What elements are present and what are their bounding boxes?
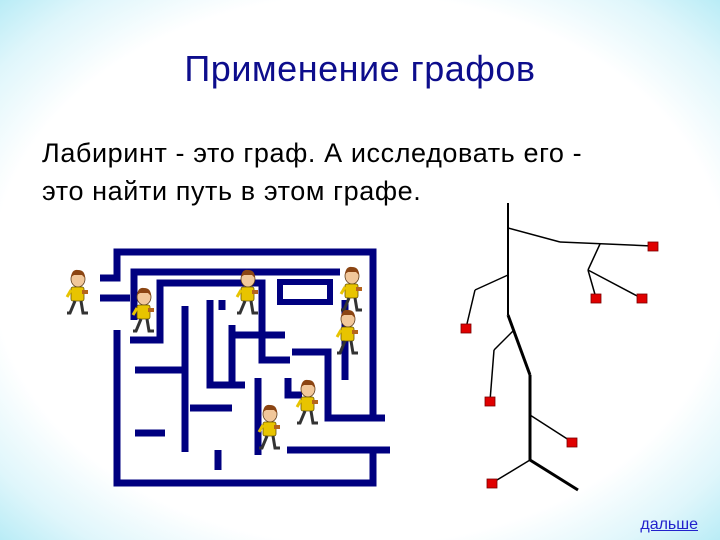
graph-edge [465, 289, 476, 329]
graph-edge [474, 274, 509, 291]
graph-edge [489, 349, 495, 402]
body-text-line-2: это найти путь в этом графе. [42, 176, 422, 206]
maze-wall [232, 331, 290, 364]
graph-edge [587, 269, 597, 299]
graph-edge [529, 458, 579, 492]
next-link[interactable]: дальше [640, 516, 698, 533]
graph-edge [587, 243, 601, 271]
maze-outer-wall-bottom [113, 330, 377, 487]
graph-edge [529, 414, 573, 443]
graph-leaf-node [566, 437, 578, 448]
slide-body-text: Лабиринт - это граф. А исследовать его -… [42, 134, 692, 210]
graph-leaf-node [647, 241, 659, 252]
maze-outer-wall [100, 248, 377, 418]
graph-leaf-node [590, 293, 602, 304]
graph-leaf-node [486, 478, 498, 489]
body-text-line-1: Лабиринт - это граф. А исследовать его - [42, 138, 583, 168]
graph-leaf-node [484, 396, 496, 407]
graph-edge [559, 241, 653, 247]
maze-wall [130, 279, 285, 344]
person-figure [65, 268, 90, 315]
graph-nodes [460, 241, 659, 489]
graph-tree [465, 203, 653, 492]
maze [100, 248, 390, 487]
graph-edge [493, 329, 515, 351]
graph-leaf-node [636, 293, 648, 304]
graph-edge [587, 269, 642, 299]
person-figure [257, 403, 282, 450]
maze-wall [277, 279, 333, 305]
graph-edge [507, 227, 561, 243]
graph-edge [506, 314, 532, 376]
graph-edge [491, 459, 531, 484]
maze-wall [292, 348, 385, 422]
slide-title: Применение графов [184, 48, 536, 89]
graph-leaf-node [460, 323, 472, 334]
maze-wall [284, 378, 302, 399]
person-figure [295, 378, 320, 425]
maze-wall [130, 268, 340, 320]
person-figure [235, 268, 260, 315]
